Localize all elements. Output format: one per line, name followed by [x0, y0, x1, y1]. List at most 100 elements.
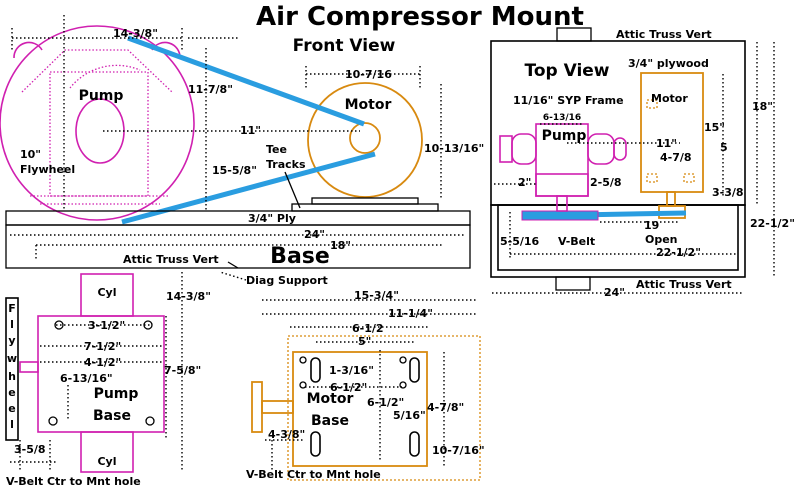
- top-open-label: Open: [645, 233, 678, 246]
- front-pump-label: Pump: [79, 88, 124, 104]
- diag-support-leader: [219, 271, 247, 281]
- dim-top-5: 5: [720, 141, 728, 154]
- pump-base-label-2: Base: [93, 408, 131, 424]
- flywheel-letter-3: y: [8, 334, 15, 347]
- motor-base-shaft: [261, 400, 294, 414]
- flywheel-label: Flywheel: [20, 163, 75, 176]
- dim-motor-6-1-2-mid: 6-1/2": [330, 381, 367, 394]
- top-pump-cap: [613, 137, 627, 161]
- top-motor-hole-1: [646, 99, 658, 109]
- flywheel-letter-1: F: [8, 302, 16, 315]
- motor-slot-2: [409, 357, 420, 383]
- flywheel-letter-5: h: [8, 370, 16, 383]
- front-view-heading: Front View: [293, 36, 396, 56]
- motor-mount-hole-3: [299, 381, 307, 389]
- top-motor-hole-3: [683, 173, 695, 183]
- top-pump-shaft: [556, 195, 568, 212]
- belt-upper: [127, 35, 365, 127]
- dim-motor-4-3-8: 4-3/8": [268, 428, 305, 441]
- pump-base-flywheel: [5, 297, 19, 441]
- dim-top-2: 2": [518, 176, 531, 189]
- pump-body-outline: [49, 71, 149, 197]
- dim-motor-6-1-2-vert: 6-1/2": [367, 396, 404, 409]
- pump-base-shaft: [19, 361, 39, 373]
- top-pump-cyl-left: [511, 133, 537, 165]
- dim-belt-len: 15-5/8": [212, 164, 257, 177]
- attic-truss-leader: [227, 261, 239, 269]
- top-pump-pulley: [521, 210, 599, 221]
- pump-base-cyl-bottom: [80, 431, 134, 473]
- dim-motor-6-1-2-top: 6-1/2: [352, 322, 384, 335]
- dim-pump-4-1-2: 4-1/2": [84, 356, 121, 369]
- flywheel-vertical-letters: F l y w h e e l: [7, 302, 17, 431]
- motor-slot-3: [310, 431, 321, 457]
- top-motor-label: Motor: [651, 92, 688, 105]
- dim-top-15: 15": [704, 121, 725, 134]
- diag-support-label: Diag Support: [246, 274, 328, 287]
- dim-motor-height: 10-13/16": [424, 142, 484, 155]
- flywheel-size-label: 10": [20, 148, 41, 161]
- motor-base-pulley: [251, 381, 263, 433]
- front-attic-truss-label: Attic Truss Vert: [123, 253, 219, 266]
- dim-top-2-5-8: 2-5/8: [590, 176, 622, 189]
- ply-label: 3/4" Ply: [248, 212, 296, 225]
- attic-truss-top-block: [556, 27, 592, 42]
- motor-mount-hole-2: [399, 356, 407, 364]
- dim-top-22-half-b: 22-1/2": [750, 217, 795, 230]
- top-pump-lower: [535, 173, 589, 197]
- attic-truss-bottom-label: Attic Truss Vert: [636, 278, 732, 291]
- top-motor-shaft: [666, 191, 676, 207]
- dim-pump-6-13-16: 6-13/16": [60, 372, 113, 385]
- motor-base-outer-outline: [287, 335, 481, 481]
- flywheel-letter-8: l: [10, 418, 14, 431]
- pump-mount-hole-4: [145, 416, 155, 426]
- pump-base-cyl-top: [80, 273, 134, 317]
- plywood-label: 3/4" plywood: [628, 57, 709, 70]
- dim-top-width: 14-3/8": [113, 27, 158, 40]
- base-label: Base: [270, 244, 330, 269]
- pump-base-view: Pump Base Cyl Cyl F l y w h e e l 3-1/2"…: [5, 273, 201, 488]
- dim-ext-lines: [35, 15, 65, 260]
- motor-base-label-2: Base: [311, 413, 349, 429]
- dim-motor-4-7-8: 4-7/8": [427, 401, 464, 414]
- diagram-title: Air Compressor Mount: [256, 2, 584, 32]
- pump-head-outline: [21, 49, 173, 93]
- attic-truss-bottom-block: [555, 276, 591, 291]
- flywheel-letter-4: w: [7, 352, 17, 365]
- dim-line-motor-width: [305, 66, 421, 90]
- dim-top-3-3-8: 3-3/8: [712, 186, 744, 199]
- pump-arc: [69, 64, 141, 89]
- dim-top-6-13-16: 6-13/16: [543, 113, 581, 123]
- dim-pump-height: 11-7/8": [188, 83, 233, 96]
- top-view-heading: Top View: [524, 61, 609, 81]
- motor-base-label-1: Motor: [307, 391, 354, 407]
- motor-slot-1: [310, 357, 321, 383]
- base-board: [5, 224, 471, 269]
- dim-top-24: 24": [604, 286, 625, 299]
- top-flywheel: [499, 135, 513, 163]
- motor-pulley: [349, 122, 381, 154]
- motor-vbelt-note: V-Belt Ctr to Mnt hole: [246, 468, 381, 481]
- motor-base-view: Motor Base 15-3/4" 11-1/4" 6-1/2 5" 1-3/…: [246, 289, 485, 481]
- pump-mount-hole-1: [54, 320, 64, 330]
- dim-motor-5-16: 5/16": [393, 409, 426, 422]
- dim-base-24: 24": [304, 228, 325, 241]
- flywheel-circle: [0, 25, 195, 221]
- motor-circle: [307, 82, 423, 198]
- top-frame-lower-inner: [497, 204, 739, 271]
- pump-mount-hole-3: [48, 416, 58, 426]
- dim-base-18: 18": [330, 239, 351, 252]
- pump-crank-ellipse: [75, 98, 125, 164]
- attic-truss-top-label: Attic Truss Vert: [616, 28, 712, 41]
- dim-motor-5: 5": [358, 335, 371, 348]
- top-motor-hole-2: [646, 173, 658, 183]
- dim-pump-7-5-8: 7-5/8": [164, 364, 201, 377]
- dim-pump-3-1-2: 3-1/2": [88, 319, 125, 332]
- dim-top-11: 11": [656, 137, 677, 150]
- dim-pump-7-1-2: 7-1/2": [84, 340, 121, 353]
- dim-motor-15-3-4: 15-3/4": [354, 289, 399, 302]
- dim-top-4-7-8: 4-7/8: [660, 151, 692, 164]
- flywheel-letter-6: e: [8, 386, 15, 399]
- dim-motor-width: 10-7/16: [345, 68, 392, 81]
